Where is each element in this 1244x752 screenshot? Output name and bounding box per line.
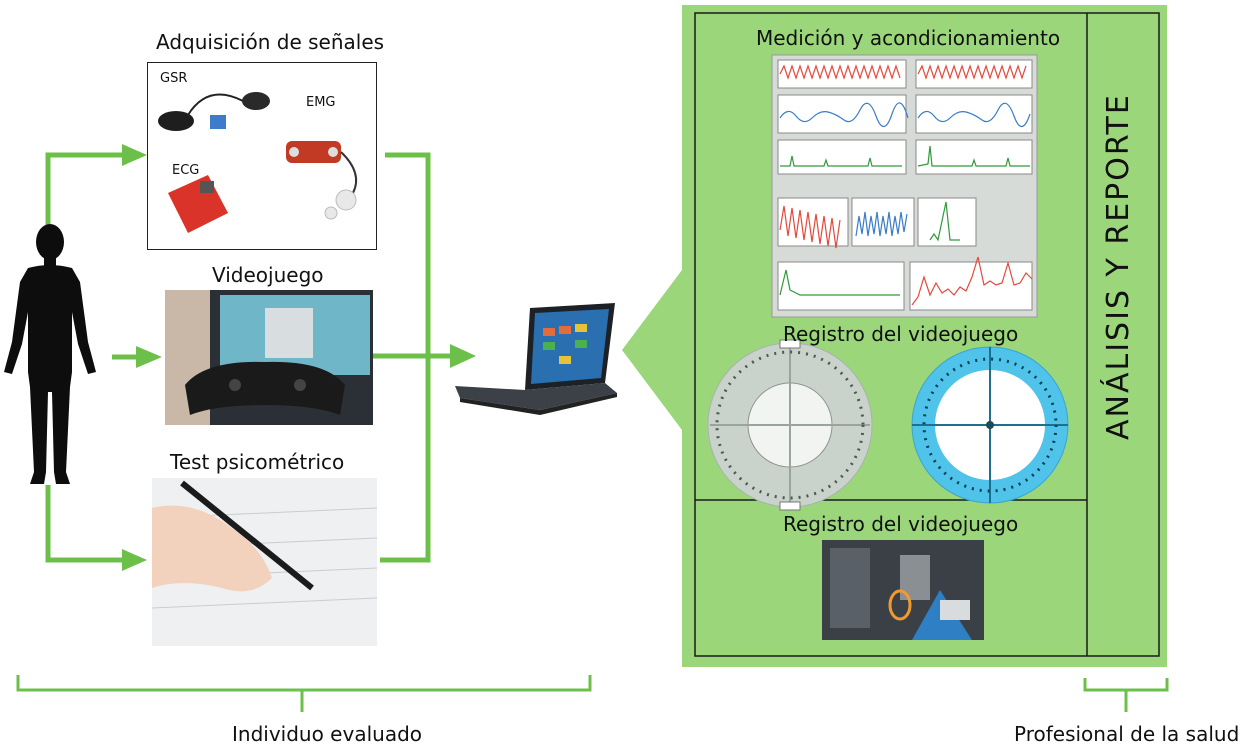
- gsr-pad-icon: [158, 111, 194, 131]
- emg-board-icon: [286, 141, 341, 163]
- arrow-line-signals: [45, 152, 125, 255]
- arrow-head-laptop: [450, 344, 476, 368]
- test-label: Test psicométrico: [170, 450, 345, 474]
- arrow-head-test: [122, 549, 147, 571]
- test-photo: [152, 478, 377, 646]
- registry-title-2: Registro del videojuego: [783, 512, 1019, 536]
- arrow-head-signals: [122, 144, 147, 166]
- emg-label: EMG: [306, 95, 336, 110]
- bracket-individual: [16, 675, 592, 712]
- individual-label: Individuo evaluado: [232, 722, 422, 746]
- human-silhouette-icon: [4, 224, 96, 484]
- gsr-board-icon: [210, 115, 226, 129]
- panel-frame: [694, 12, 1160, 657]
- acquisition-title: Adquisición de señales: [156, 30, 385, 54]
- emotion-wheel-gray: [707, 339, 873, 511]
- arrow-line-test: [45, 485, 125, 563]
- pen-hand-icon: [152, 480, 377, 609]
- arrow-head-videogame: [136, 346, 162, 368]
- game-screenshot: [822, 540, 984, 640]
- videogame-photo: [165, 290, 373, 425]
- ecg-label: ECG: [172, 163, 200, 178]
- signal-screenshot: [771, 54, 1038, 318]
- professional-label: Profesional de la salud: [1014, 722, 1240, 746]
- sensor-illustration: [158, 92, 357, 233]
- registry-title-1: Registro del videojuego: [783, 322, 1019, 346]
- gsr-label: GSR: [160, 71, 188, 86]
- videogame-label: Videojuego: [212, 263, 324, 287]
- measurement-title: Medición y acondicionamiento: [756, 26, 1061, 50]
- ecg-board-icon: [168, 175, 228, 233]
- analysis-panel: ANÁLISIS Y REPORTE: [622, 5, 1167, 667]
- gamepad-icon: [165, 290, 370, 425]
- emotion-wheel-blue: [911, 346, 1069, 504]
- bracket-professional: [1083, 678, 1169, 712]
- left-branch-lines: [45, 152, 452, 563]
- sensor-panel: GSR EMG ECG: [147, 62, 377, 250]
- analysis-label: ANÁLISIS Y REPORTE: [1100, 93, 1136, 440]
- laptop-icon: [455, 303, 617, 415]
